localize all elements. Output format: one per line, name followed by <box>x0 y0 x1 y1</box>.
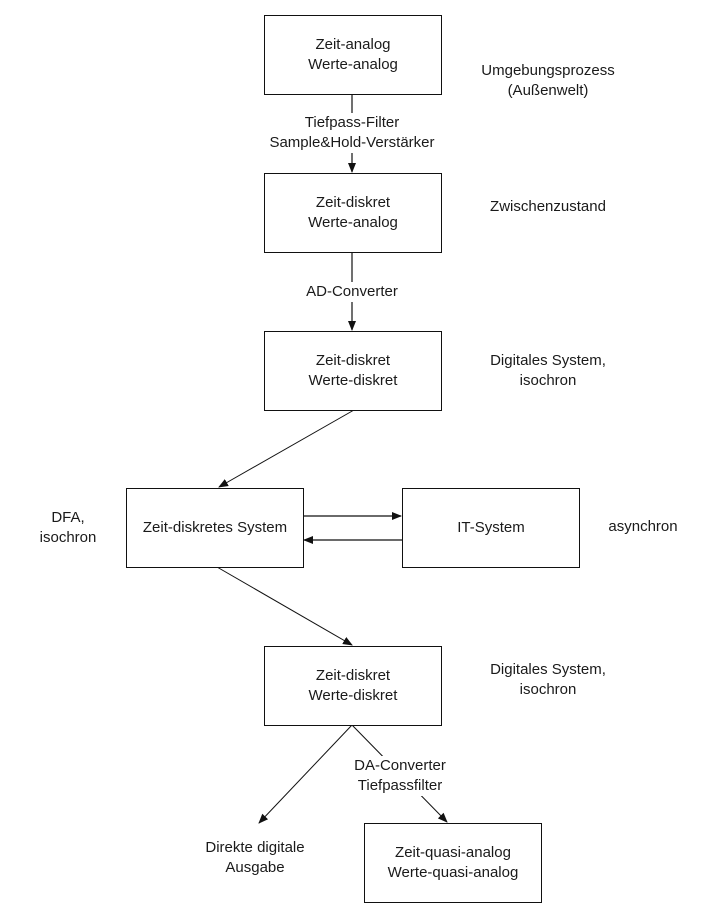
label-text: DA-Converter <box>354 757 446 774</box>
label-text: Ausgabe <box>225 859 285 876</box>
label-text: asynchron <box>608 518 678 535</box>
node-zeit-analog: Zeit-analog Werte-analog <box>264 15 442 95</box>
node-text: Werte-analog <box>308 56 398 73</box>
node-zeit-quasi-analog: Zeit-quasi-analog Werte-quasi-analog <box>364 823 542 903</box>
node-zeit-diskret-werte-diskret-1: Zeit-diskret Werte-diskret <box>264 331 442 411</box>
side-label-dfa: DFA, isochron <box>30 508 106 548</box>
node-text: Werte-quasi-analog <box>387 864 519 881</box>
node-text: Werte-diskret <box>308 372 398 389</box>
side-label-umgebungsprozess: Umgebungsprozess (Außenwelt) <box>470 61 626 101</box>
label-text: Sample&Hold-Verstärker <box>269 134 435 151</box>
label-text: Zwischenzustand <box>490 198 606 215</box>
node-text: Zeit-diskret <box>315 667 391 684</box>
label-text: DFA, <box>51 509 85 526</box>
node-text: Zeit-diskret <box>315 194 391 211</box>
label-text: Digitales System, <box>490 352 606 369</box>
label-text: isochron <box>39 529 97 546</box>
arrow-b3-b4 <box>218 409 355 488</box>
node-it-system: IT-System <box>402 488 580 568</box>
node-text: IT-System <box>457 519 525 536</box>
label-direkte-digitale-ausgabe: Direkte digitale Ausgabe <box>190 838 320 878</box>
label-text: AD-Converter <box>306 283 398 300</box>
arrow-b6-direct-output <box>258 724 353 824</box>
label-text: Direkte digitale <box>205 839 305 856</box>
label-text: Tiefpassfilter <box>357 777 443 794</box>
node-text: Zeit-analog <box>315 36 391 53</box>
node-text: Zeit-diskret <box>315 352 391 369</box>
arrow-b4-b6 <box>216 566 353 646</box>
node-zeit-diskret-werte-analog: Zeit-diskret Werte-analog <box>264 173 442 253</box>
side-label-zwischenzustand: Zwischenzustand <box>470 197 626 217</box>
side-label-asynchron: asynchron <box>598 517 688 537</box>
node-zeit-diskret-werte-diskret-2: Zeit-diskret Werte-diskret <box>264 646 442 726</box>
edge-label-da-converter: DA-Converter Tiefpassfilter <box>340 756 460 796</box>
label-text: isochron <box>519 681 577 698</box>
node-text: Zeit-quasi-analog <box>395 844 511 861</box>
edge-label-tiefpass-sample-hold: Tiefpass-Filter Sample&Hold-Verstärker <box>252 113 452 153</box>
node-text: Werte-analog <box>308 214 398 231</box>
node-text: Werte-diskret <box>308 687 398 704</box>
node-zeit-diskretes-system: Zeit-diskretes System <box>126 488 304 568</box>
side-label-digitales-system-2: Digitales System, isochron <box>470 660 626 700</box>
side-label-digitales-system-1: Digitales System, isochron <box>470 351 626 391</box>
node-text: Zeit-diskretes System <box>142 519 288 536</box>
label-text: (Außenwelt) <box>507 82 589 99</box>
label-text: Tiefpass-Filter <box>304 114 400 131</box>
label-text: Umgebungsprozess <box>481 62 615 79</box>
edge-label-ad-converter: AD-Converter <box>292 282 412 302</box>
label-text: isochron <box>519 372 577 389</box>
label-text: Digitales System, <box>490 661 606 678</box>
